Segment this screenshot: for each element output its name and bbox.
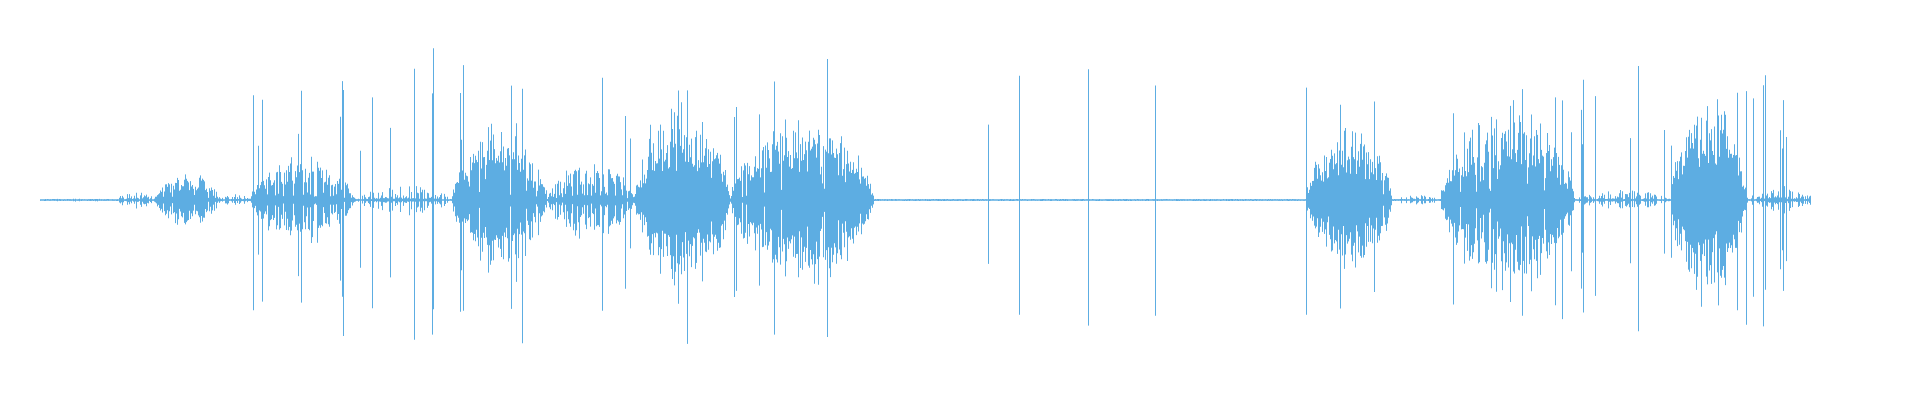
waveform-peaks <box>40 48 1811 344</box>
